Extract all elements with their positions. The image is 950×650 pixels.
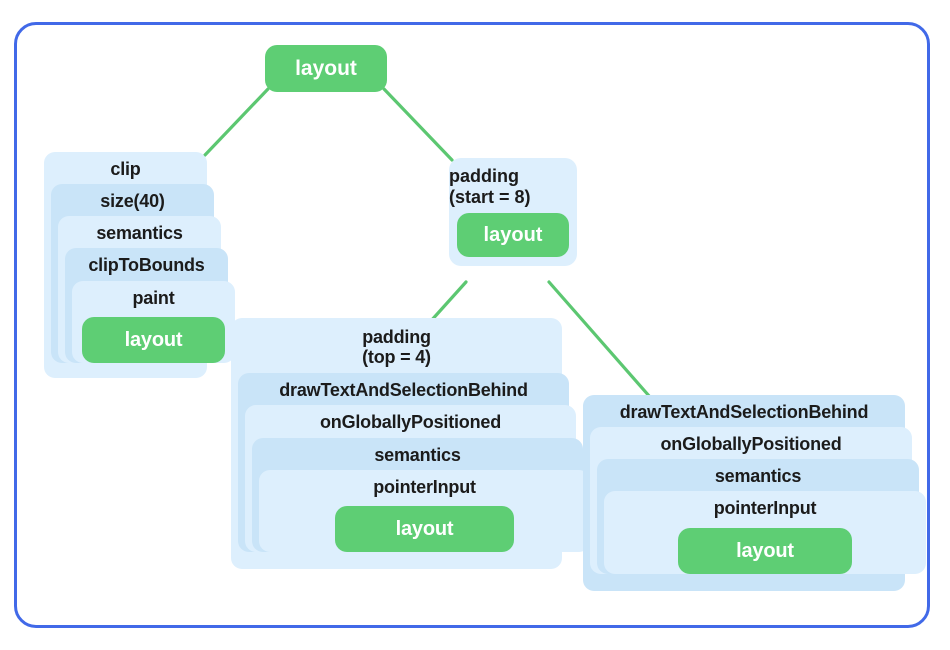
stack-draw-text-right: drawTextAndSelectionBehind onGloballyPos… (583, 395, 926, 591)
node-root-layout[interactable]: layout (265, 45, 387, 92)
node-semantics-mid-label: semantics (374, 444, 461, 465)
node-clip-leaf-layout[interactable]: layout (82, 316, 225, 363)
node-clip[interactable]: clip size(40) semantics clipToBounds pai… (44, 152, 235, 378)
node-pointerinput-mid-label: pointerInput (373, 476, 476, 497)
node-ongloballypositioned-right[interactable]: onGloballyPositioned semantics pointerIn… (590, 427, 926, 574)
node-ongloballypositioned-right-label: onGloballyPositioned (660, 434, 842, 455)
node-padding-start-label: padding (start = 8) (449, 166, 531, 207)
node-drawtext-mid-label: drawTextAndSelectionBehind (279, 380, 528, 401)
node-cliptobounds-label: clipToBounds (88, 255, 205, 276)
node-semantics-right-label: semantics (714, 466, 802, 487)
node-semantics[interactable]: semantics clipToBounds paint layout (58, 216, 235, 363)
node-padding-start[interactable]: padding (start = 8) layout (449, 158, 577, 267)
diagram-frame-border (14, 22, 930, 628)
node-ongloballypositioned-mid[interactable]: onGloballyPositioned semantics pointerIn… (245, 405, 590, 552)
node-drawtext-mid[interactable]: drawTextAndSelectionBehind onGloballyPos… (238, 373, 590, 552)
node-clip-label: clip (110, 159, 141, 179)
node-semantics-mid[interactable]: semantics pointerInput layout (252, 437, 590, 552)
node-right-leaf-layout[interactable]: layout (678, 527, 852, 574)
stack-padding-top: padding (top = 4) drawTextAndSelectionBe… (231, 318, 590, 569)
node-semantics-right[interactable]: semantics pointerInput layout (597, 459, 926, 574)
stack-clip: clip size(40) semantics clipToBounds pai… (44, 152, 235, 378)
node-paint-label: paint (132, 287, 175, 308)
node-pointerinput-right-label: pointerInput (713, 498, 817, 519)
node-paint[interactable]: paint layout (72, 280, 235, 363)
node-size40-label: size(40) (100, 191, 165, 212)
node-ongloballypositioned-mid-label: onGloballyPositioned (319, 412, 501, 433)
node-padding-top-label: padding (top = 4) (362, 327, 431, 368)
node-cliptobounds[interactable]: clipToBounds paint layout (65, 248, 235, 363)
node-pointerinput-mid[interactable]: pointerInput layout (259, 469, 590, 552)
node-drawtext-right-label: drawTextAndSelectionBehind (619, 402, 869, 422)
node-padding-start-leaf-layout[interactable]: layout (457, 213, 569, 258)
node-semantics-label: semantics (96, 223, 183, 244)
node-pointerinput-right[interactable]: pointerInput layout (604, 491, 926, 574)
node-mid-leaf-layout[interactable]: layout (335, 505, 514, 552)
node-padding-top[interactable]: padding (top = 4) drawTextAndSelectionBe… (231, 318, 590, 569)
node-drawtext-right[interactable]: drawTextAndSelectionBehind onGloballyPos… (583, 395, 926, 591)
node-size40[interactable]: size(40) semantics clipToBounds paint la… (51, 184, 235, 363)
